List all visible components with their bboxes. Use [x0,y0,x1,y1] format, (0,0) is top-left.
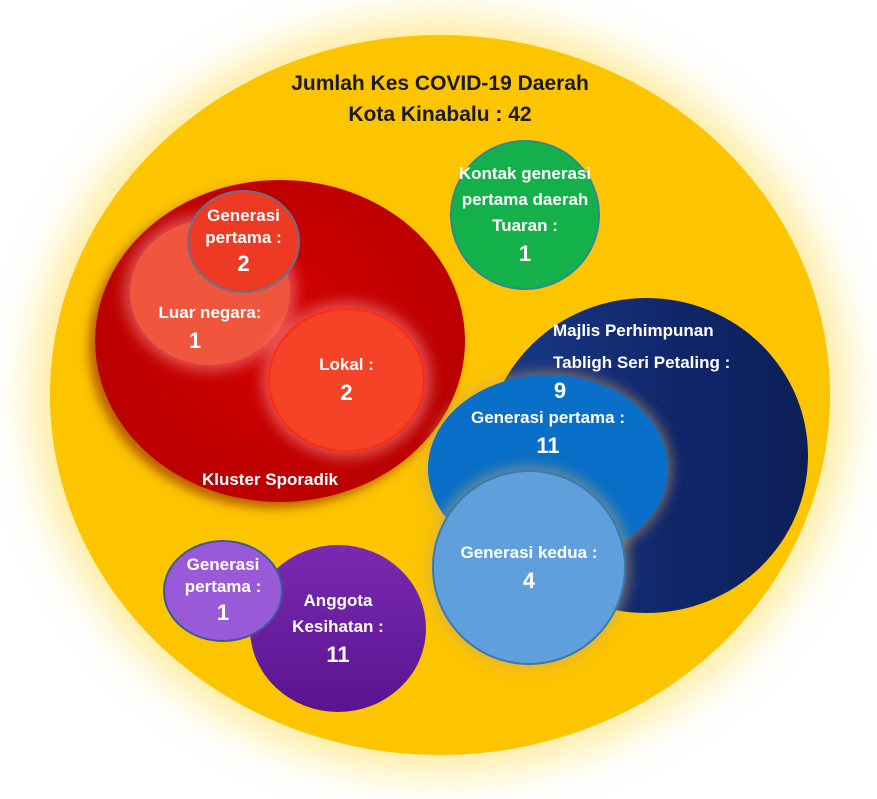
tuaran-label3: Tuaran : [492,216,558,235]
tabligh-gen2-label: Generasi kedua : [460,542,598,562]
tabligh-value: 9 [553,378,567,403]
tabligh-gen2-value: 4 [522,567,536,593]
tabligh-gen1-label: Generasi pertama : [470,408,625,427]
tabligh-label2: Tabligh Seri Petaling : [553,353,731,372]
title-line1: Jumlah Kes COVID-19 Daerah [291,72,589,95]
sporadic-gen1-label2: pertama : [205,227,282,247]
tabligh-gen1-value: 11 [536,433,560,458]
lokal-label: Lokal : [319,355,374,374]
sporadic-cluster-label: Kluster Sporadik [201,470,339,489]
health-value: 11 [326,641,350,667]
sporadic-gen1-label1: Generasi [207,205,280,225]
health-gen1-label2: pertama : [184,577,262,596]
luar-negara-label: Luar negara: [158,302,262,322]
luar-negara-circle: Luar negara: 1 [130,220,290,365]
tuaran-label2: pertama daerah [461,190,589,209]
luar-negara-value: 1 [188,327,202,353]
tuaran-value: 1 [518,241,532,266]
health-gen1-label1: Generasi [186,555,260,574]
title-line2: Kota Kinabalu : 42 [348,103,532,126]
sporadic-gen1-circle: Generasi pertama : 2 [187,190,300,293]
sporadic-gen1-value: 2 [237,250,250,276]
diagram-title: Jumlah Kes COVID-19 Daerah Kota Kinabalu… [190,68,690,130]
health-label1: Anggota [303,590,373,610]
tuaran-label1: Kontak generasi [458,164,592,183]
tabligh-label1: Majlis Perhimpunan [553,321,714,340]
lokal-value: 2 [340,380,353,405]
health-gen1-value: 1 [216,600,230,625]
tuaran-circle: Kontak generasi pertama daerah Tuaran : … [450,140,600,290]
lokal-circle: Lokal : 2 [268,308,425,452]
tabligh-gen2-circle: Generasi kedua : 4 [432,470,626,665]
health-label2: Kesihatan : [292,616,384,636]
health-gen1-circle: Generasi pertama : 1 [163,540,283,642]
